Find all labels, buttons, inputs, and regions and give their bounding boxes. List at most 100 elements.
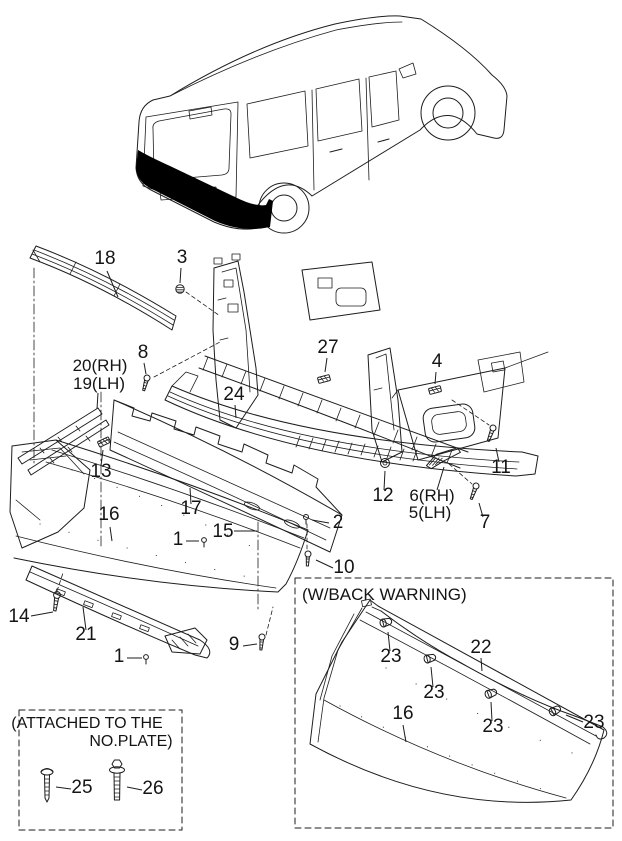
callout-label-5(LH): 5(LH) [409, 503, 452, 522]
callout-label-9: 9 [229, 634, 240, 655]
callout-leader-3 [179, 267, 182, 284]
callout-label-15: 15 [212, 521, 233, 542]
pointer-screw-14 [56, 572, 64, 592]
callout-label-25: 25 [71, 777, 92, 798]
mid-window [315, 78, 363, 142]
pointer-clip-3 [185, 291, 221, 317]
callout-label-11: 11 [491, 457, 511, 478]
screw-14 [53, 591, 61, 612]
callout-leader-9 [242, 643, 258, 647]
callout-label-27: 27 [317, 337, 338, 358]
callout-label-23: 23 [380, 646, 401, 667]
callout-label-6(RH): 6(RH) [409, 486, 454, 505]
callout-label-17: 17 [180, 498, 201, 519]
right-pillar [367, 347, 403, 463]
parking-sensors [379, 617, 562, 717]
bolt-10 [304, 550, 312, 567]
screw-7 [469, 482, 480, 500]
clip-27 [317, 374, 331, 384]
clip-4 [428, 385, 442, 395]
callout-leader-14 [30, 611, 54, 617]
callout-leader-17 [189, 487, 192, 505]
bumper-cover-warning [309, 599, 605, 803]
callout-label-22: 22 [470, 637, 491, 658]
left-pillar [212, 260, 259, 429]
callout-leader-24 [234, 404, 237, 419]
callout-label-23: 23 [423, 682, 444, 703]
callout-label-24: 24 [223, 384, 245, 405]
parking-sensor-harness [361, 598, 608, 740]
vehicle-illustration [135, 15, 508, 234]
screw-25 [40, 768, 54, 803]
pointer-to-screw-11 [451, 399, 490, 426]
callout-label-18: 18 [94, 248, 115, 269]
sensor-23b [423, 653, 437, 664]
body-rear-panel [198, 253, 549, 469]
callout-leader-2 [311, 519, 330, 524]
callout-label-14: 14 [8, 606, 30, 627]
callout-leader-23 [387, 631, 391, 652]
callout-leader-22 [480, 657, 483, 672]
callout-label-16: 16 [98, 504, 119, 525]
upper-back-panel [301, 261, 381, 321]
tailgate-handle [188, 106, 213, 120]
side-mount-rails [17, 407, 110, 476]
screw-11 [486, 424, 497, 442]
tailgate [142, 101, 239, 199]
rear-step-plate [29, 245, 177, 331]
callout-leader-8 [143, 362, 147, 375]
callout-label-3: 3 [177, 247, 188, 268]
callout-label-26: 26 [142, 778, 163, 799]
callout-label-20(RH): 20(RH) [73, 356, 128, 375]
callout-label-21: 21 [75, 624, 96, 645]
bumper-lower-cover [25, 565, 211, 659]
pointer-screw-8 [153, 341, 221, 378]
sliding-door-window [246, 90, 309, 159]
callout-label-1: 1 [114, 646, 125, 667]
callout-leader-10 [315, 559, 334, 569]
clip-3 [175, 284, 185, 294]
callout-leader-4 [434, 371, 437, 385]
callout-label-10: 10 [333, 557, 354, 578]
clip-1b [143, 654, 149, 665]
license-panel [397, 367, 506, 461]
front-door-window [368, 70, 400, 128]
clip-13 [97, 436, 111, 448]
bumper-cover-main [9, 439, 309, 593]
callout-leader-13 [100, 449, 104, 467]
callout-label-7: 7 [480, 512, 491, 533]
bumper-reinforcement [164, 371, 539, 477]
door-handles [329, 138, 390, 153]
pointer-to-screw-7 [448, 463, 473, 485]
callout-label-8: 8 [138, 342, 149, 363]
callout-label-23: 23 [482, 716, 503, 737]
pointer-screw-9 [265, 606, 274, 636]
back-warning-title: (W/BACK WARNING) [302, 585, 467, 604]
callout-leader-27 [324, 357, 328, 373]
callout-leader-23 [490, 701, 493, 722]
clip-1a [201, 537, 207, 548]
callout-label-13: 13 [90, 461, 111, 482]
bolt-26 [109, 759, 125, 801]
screw-8 [142, 374, 151, 392]
side-mirror [398, 62, 417, 79]
bolt-2 [303, 514, 309, 525]
no-plate-box: (ATTACHED TO THE NO.PLATE) [11, 709, 183, 831]
screw-9 [258, 633, 266, 651]
back-warning-box: (W/BACK WARNING) [294, 577, 614, 829]
back-warning-box-border [294, 577, 614, 829]
callout-leader-7 [478, 502, 484, 518]
bumper-left-end [9, 439, 91, 549]
sensor-23c [484, 688, 498, 699]
front-wheel [420, 85, 476, 141]
callout-label-23: 23 [583, 712, 604, 733]
callout-leader-18 [106, 270, 119, 298]
callout-leader-5(LH) [436, 466, 445, 491]
callout-label-19(LH): 19(LH) [73, 374, 125, 393]
callout-leader-11 [495, 447, 500, 463]
callout-label-16: 16 [392, 703, 413, 724]
callout-leader-26 [126, 786, 143, 791]
